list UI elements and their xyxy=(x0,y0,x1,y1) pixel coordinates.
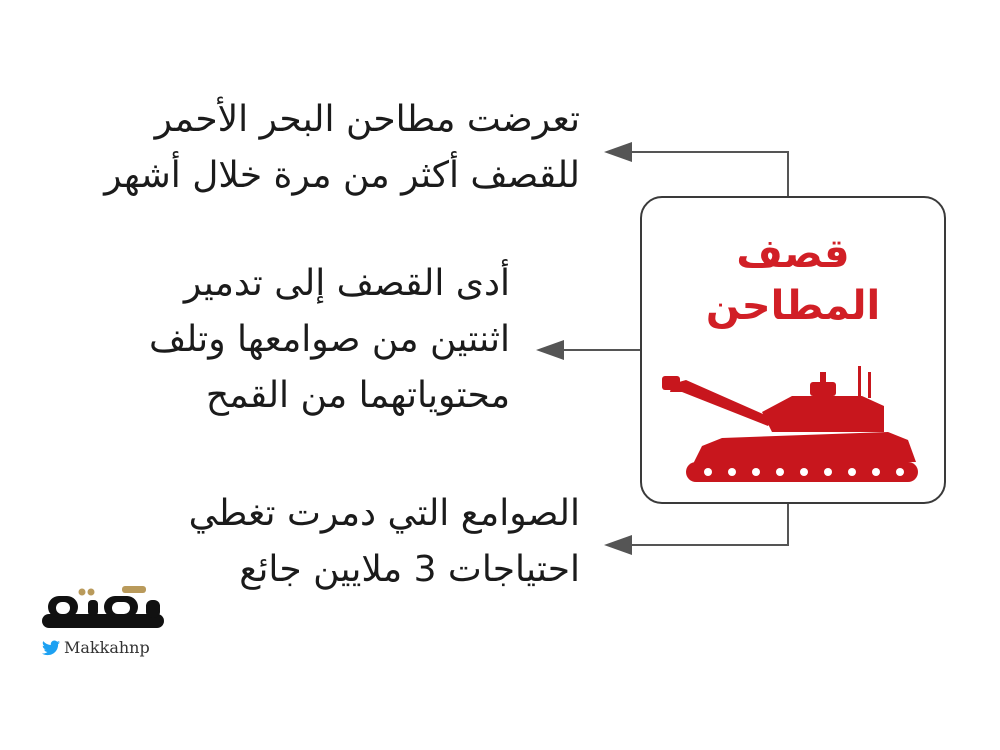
center-title-line1: قصف xyxy=(736,231,850,277)
center-title: قصف المطاحن xyxy=(642,228,944,332)
logo-handle-text: Makkahnp xyxy=(64,638,150,657)
logo-handle: Makkahnp xyxy=(42,638,150,657)
center-title-line2: المطاحن xyxy=(705,283,881,329)
connector-top xyxy=(628,151,789,196)
fact-1-line2: للقصف أكثر من مرة خلال أشهر xyxy=(104,155,580,196)
fact-2-line1: أدى القصف إلى تدمير xyxy=(183,263,510,304)
makkah-logo-mark xyxy=(42,586,164,628)
tank-icon xyxy=(662,366,918,482)
publisher-logo: Makkahnp xyxy=(38,586,168,662)
twitter-icon xyxy=(42,640,60,655)
fact-3-line2: احتياجات 3 ملايين جائع xyxy=(239,549,580,590)
arrow-left-icon xyxy=(604,535,632,555)
fact-2: أدى القصف إلى تدمير اثنتين من صوامعها وت… xyxy=(149,256,510,424)
center-box: قصف المطاحن xyxy=(640,196,946,504)
fact-2-line2: اثنتين من صوامعها وتلف xyxy=(148,319,510,360)
fact-2-line3: محتوياتهما من القمح xyxy=(205,375,510,416)
arrow-left-icon xyxy=(604,142,632,162)
fact-1-line1: تعرضت مطاحن البحر الأحمر xyxy=(154,99,580,140)
fact-1: تعرضت مطاحن البحر الأحمر للقصف أكثر من م… xyxy=(104,92,580,204)
fact-3-line1: الصوامع التي دمرت تغطي xyxy=(188,493,580,534)
fact-3: الصوامع التي دمرت تغطي احتياجات 3 ملايين… xyxy=(189,486,580,598)
connector-bottom xyxy=(628,504,789,546)
arrow-left-icon xyxy=(536,340,564,360)
